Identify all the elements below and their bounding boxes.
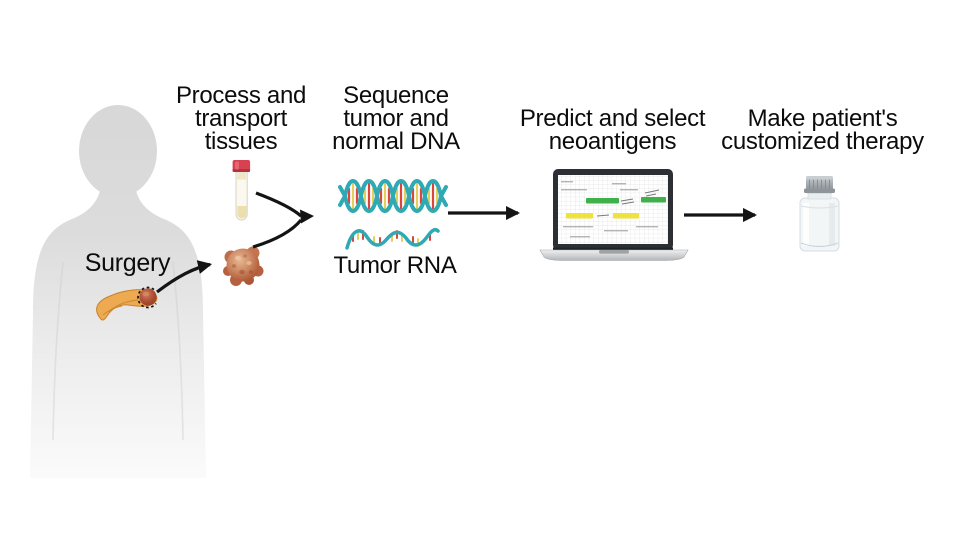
label-line: tumor and (343, 105, 449, 132)
rna-strand-icon (345, 227, 440, 250)
highlight-yellow-1 (566, 213, 593, 219)
label-line: Predict and select (519, 105, 706, 132)
label-line: customized therapy (721, 128, 924, 155)
pancreatic-tumor-icon (139, 288, 157, 306)
label-process-transport: Process and transport tissues (151, 82, 331, 155)
patient-silhouette (30, 105, 206, 478)
highlight-yellow-2 (613, 213, 639, 219)
highlight-green-1 (586, 198, 619, 204)
label-line: Process and (175, 82, 307, 109)
label-line: Surgery (84, 249, 171, 277)
dna-double-helix-icon (338, 179, 448, 213)
test-tube-icon (232, 160, 251, 221)
label-line: transport (194, 105, 287, 132)
label-line: Sequence (343, 82, 449, 109)
label-line: Tumor RNA (333, 252, 457, 279)
label-line: tissues (204, 128, 278, 155)
spreadsheet-annotations (596, 189, 660, 217)
label-predict-neoantigens: Predict and select neoantigens (495, 105, 730, 155)
label-line: neoantigens (548, 128, 677, 155)
label-make-therapy: Make patient's customized therapy (700, 105, 945, 155)
medicine-vial-icon (799, 176, 840, 252)
highlight-green-2 (641, 197, 666, 203)
tumor-specimen-icon (223, 246, 264, 286)
resection-margin-dashes (137, 286, 157, 309)
label-tumor-rna: Tumor RNA (320, 252, 470, 279)
label-line: Make patient's (747, 105, 898, 132)
label-line: normal DNA (332, 128, 460, 155)
spreadsheet-rows (561, 181, 658, 238)
dna-base-pairs (347, 182, 439, 210)
label-sequence-dna: Sequence tumor and normal DNA (306, 82, 486, 155)
arrow-surgery-to-specimen (156, 260, 213, 294)
arrows-specimens-to-sequencing (252, 191, 314, 249)
label-surgery: Surgery (80, 249, 175, 277)
laptop-spreadsheet-icon (539, 169, 689, 261)
pancreas-icon (96, 286, 158, 321)
